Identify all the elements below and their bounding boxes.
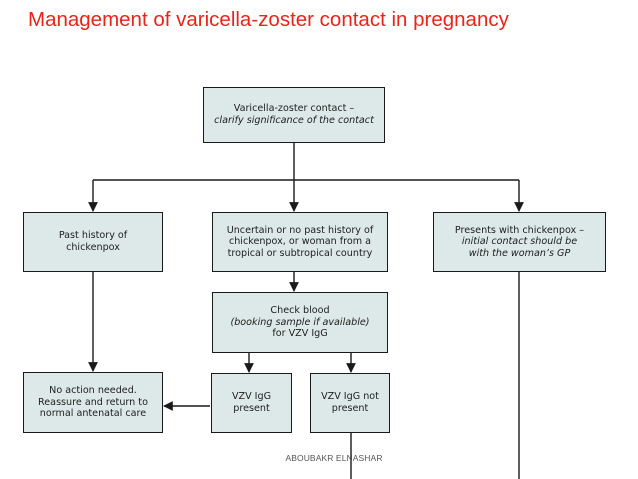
- contact-line-1: Varicella-zoster contact –: [233, 103, 355, 115]
- uncertain-line-2: chickenpox, or woman from a: [228, 236, 372, 248]
- contact-line-2: clarify significance of the contact: [214, 115, 374, 126]
- check-blood-box: Check blood (booking sample if available…: [212, 292, 388, 353]
- past-history-line-2: chickenpox: [66, 242, 120, 253]
- igg-not-present-box: VZV IgG not present: [310, 373, 390, 433]
- uncertain-history-box: Uncertain or no past history of chickenp…: [212, 212, 388, 272]
- past-history-box: Past history of chickenpox: [23, 212, 163, 272]
- uncertain-line-1: Uncertain or no past history of: [226, 224, 374, 236]
- presents-line-2: initial contact should be: [461, 236, 578, 248]
- past-history-line-1: Past history of: [58, 230, 128, 242]
- no-action-box: No action needed. Reassure and return to…: [23, 372, 163, 433]
- slide-title: Management of varicella-zoster contact i…: [28, 8, 509, 31]
- no-action-line-3: normal antenatal care: [39, 408, 147, 420]
- igg-present-line-2: present: [233, 403, 270, 414]
- no-action-line-1: No action needed.: [49, 385, 137, 397]
- presents-chickenpox-box: Presents with chickenpox – initial conta…: [433, 212, 606, 272]
- uncertain-line-3: tropical or subtropical country: [227, 247, 373, 259]
- presents-line-1: Presents with chickenpox –: [454, 224, 585, 236]
- igg-present-box: VZV IgG present: [211, 373, 292, 433]
- igg-not-present-line-2: present: [331, 403, 369, 414]
- check-blood-line-3: for VZV IgG: [272, 328, 328, 340]
- check-blood-line-2: (booking sample if available): [230, 316, 370, 328]
- check-blood-line-1: Check blood: [270, 305, 330, 317]
- igg-present-line-1: VZV IgG: [231, 391, 272, 403]
- footer-author: ABOUBAKR ELNASHAR: [285, 453, 383, 463]
- igg-not-present-line-1: VZV IgG not: [321, 391, 379, 403]
- presents-line-3: with the woman’s GP: [468, 247, 571, 259]
- contact-box: Varicella-zoster contact – clarify signi…: [203, 87, 385, 143]
- no-action-line-2: Reassure and return to: [38, 396, 148, 408]
